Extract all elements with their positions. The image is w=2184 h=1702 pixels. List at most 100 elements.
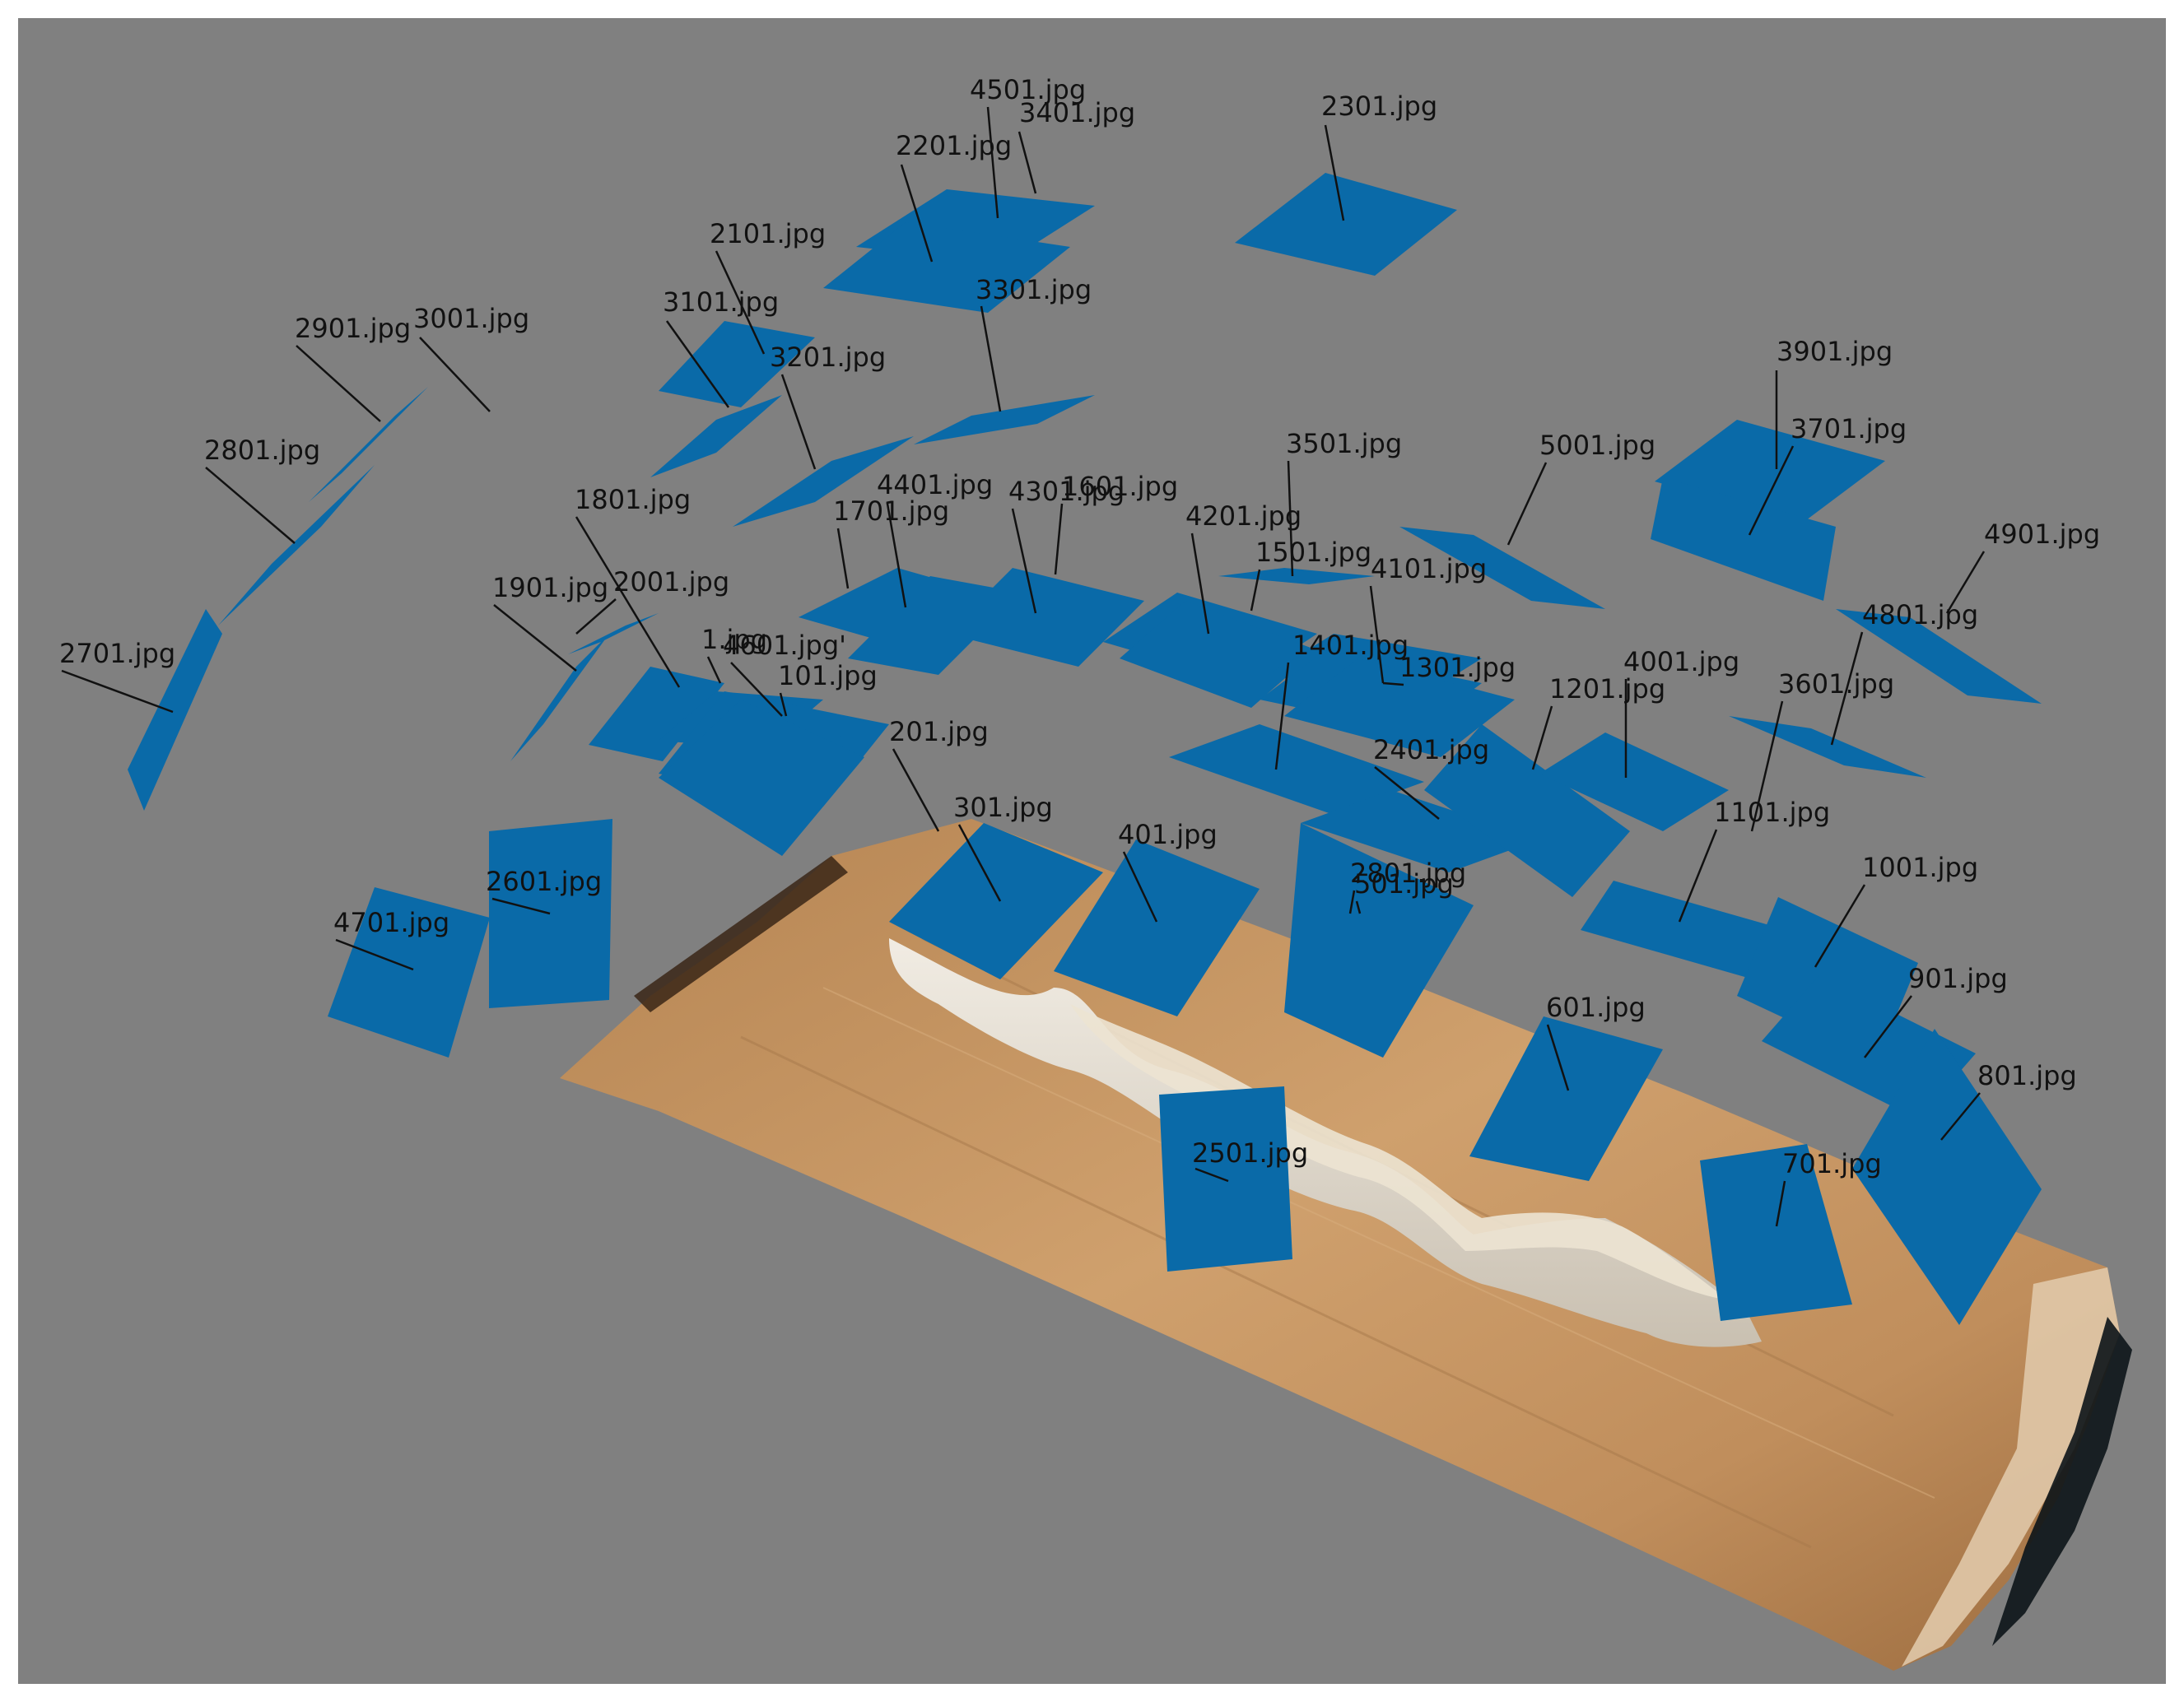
camera-plane-2401[interactable]	[1169, 724, 1424, 815]
camera-plane-3201[interactable]	[733, 436, 914, 527]
leader-line-c1601	[1054, 503, 1064, 575]
camera-label-c4401: 4401.jpg	[877, 469, 993, 500]
camera-label-c2101: 2101.jpg	[710, 218, 826, 249]
camera-plane-3101[interactable]	[659, 321, 815, 407]
camera-plane-2601[interactable]	[489, 819, 612, 1008]
leader-line-c4501	[986, 106, 999, 219]
camera-plane-1801[interactable]	[589, 667, 724, 761]
camera-label-c2301: 2301.jpg	[1321, 91, 1437, 122]
camera-plane-2501[interactable]	[1159, 1086, 1292, 1272]
camera-plane-2101[interactable]	[650, 395, 782, 477]
camera-plane-201[interactable]	[659, 700, 864, 856]
camera-label-c2501: 2501.jpg	[1192, 1137, 1308, 1169]
camera-plane-3301[interactable]	[914, 395, 1095, 444]
camera-label-c1: 1.jpg	[701, 624, 767, 655]
camera-label-c1001: 1001.jpg	[1862, 852, 1978, 883]
camera-plane-4701[interactable]	[328, 887, 490, 1058]
leader-line-c2801	[205, 467, 296, 544]
camera-plane-2301[interactable]	[1235, 173, 1457, 276]
camera-label-c2901: 2901.jpg	[295, 313, 411, 344]
leader-line-c2401	[1374, 766, 1440, 820]
camera-label-c301: 301.jpg	[953, 792, 1053, 823]
camera-label-c3901: 3901.jpg	[1777, 336, 1893, 367]
camera-label-c2701: 2701.jpg	[59, 638, 175, 669]
camera-label-c4301: 4301.jpg	[1008, 476, 1125, 507]
camera-plane-2801b[interactable]	[1301, 790, 1539, 872]
camera-label-c4501: 4501.jpg	[970, 74, 1086, 105]
leader-line-c2101	[715, 250, 766, 355]
leader-line-c4701	[335, 938, 414, 971]
camera-plane-4301[interactable]	[947, 568, 1144, 667]
camera-label-c3601: 3601.jpg	[1778, 668, 1894, 700]
camera-plane-2201[interactable]	[823, 222, 1070, 313]
camera-label-c4901: 4901.jpg	[1984, 519, 2100, 550]
camera-label-c2601: 2601.jpg	[486, 866, 602, 897]
leader-line-c2601	[491, 897, 551, 915]
camera-label-c3201: 3201.jpg	[770, 342, 886, 373]
camera-label-c401: 401.jpg	[1118, 819, 1218, 850]
camera-label-c3101: 3101.jpg	[663, 286, 779, 318]
camera-label-c1201: 1201.jpg	[1549, 673, 1665, 705]
camera-plane-3701[interactable]	[1651, 477, 1836, 601]
camera-plane-2901[interactable]	[309, 387, 428, 502]
camera-plane-1201[interactable]	[1424, 724, 1630, 897]
camera-plane-1301[interactable]	[1284, 658, 1515, 757]
camera-plane-601[interactable]	[1469, 1016, 1663, 1181]
camera-label-c1701: 1701.jpg	[833, 495, 949, 527]
leader-line-c3301	[980, 305, 1002, 412]
camera-plane-2801[interactable]	[218, 465, 375, 625]
leader-line-c1	[706, 656, 722, 684]
camera-plane-401[interactable]	[1054, 839, 1260, 1016]
camera-label-c3401: 3401.jpg	[1019, 97, 1135, 128]
camera-label-c1401: 1401.jpg	[1292, 630, 1409, 661]
camera-plane-4001[interactable]	[1539, 732, 1729, 831]
leader-line-c101	[779, 692, 788, 717]
leader-line-c3501	[1287, 460, 1294, 577]
camera-plane-801[interactable]	[1852, 1029, 2042, 1325]
camera-plane-1601[interactable]	[1120, 601, 1317, 708]
camera-label-c4701: 4701.jpg	[333, 907, 449, 938]
camera-plane-301[interactable]	[889, 823, 1103, 979]
leader-line-c4301	[1011, 508, 1037, 614]
camera-label-c2801: 2801.jpg	[204, 435, 320, 466]
leader-line-c4601	[730, 662, 783, 717]
camera-label-c5001: 5001.jpg	[1539, 430, 1655, 461]
camera-plane-4801[interactable]	[1836, 609, 2042, 704]
leader-line-c1701	[836, 528, 850, 589]
camera-label-c4201: 4201.jpg	[1185, 500, 1302, 532]
leader-line-c2001	[575, 598, 617, 635]
camera-label-c1601: 1601.jpg	[1062, 471, 1178, 502]
leader-line-c1801	[575, 516, 681, 688]
leader-line-c801	[1940, 1092, 1981, 1141]
camera-plane-701[interactable]	[1700, 1144, 1852, 1321]
leader-line-c401	[1122, 851, 1158, 923]
camera-label-c2401: 2401.jpg	[1373, 734, 1489, 765]
camera-plane-1501[interactable]	[1218, 568, 1375, 584]
leader-line-c1301	[1382, 681, 1404, 686]
camera-plane-2701[interactable]	[128, 609, 222, 811]
camera-label-c3001: 3001.jpg	[413, 303, 529, 334]
camera-plane-1901[interactable]	[510, 634, 609, 761]
camera-label-c2201: 2201.jpg	[896, 130, 1012, 161]
camera-plane-2001[interactable]	[568, 613, 659, 654]
leader-line-c3001	[419, 337, 491, 412]
camera-plane-4401[interactable]	[848, 576, 1021, 675]
leader-line-c1001	[1814, 884, 1866, 968]
camera-label-c501: 501.jpg	[1354, 868, 1454, 900]
camera-label-c4601: 4601.jpg'	[723, 630, 846, 661]
leader-line-c1401	[1274, 662, 1290, 770]
leader-line-c3101	[665, 320, 730, 408]
camera-label-c1101: 1101.jpg	[1714, 797, 1830, 828]
camera-label-c701: 701.jpg	[1782, 1148, 1882, 1179]
leader-line-c4401	[886, 503, 907, 608]
camera-label-c1901: 1901.jpg	[492, 572, 608, 603]
camera-label-c4801: 4801.jpg	[1862, 599, 1978, 630]
scanned-object	[889, 938, 1762, 1347]
camera-plane-5001[interactable]	[1399, 527, 1605, 609]
camera-plane-3601[interactable]	[1729, 716, 1926, 778]
leader-line-c901	[1864, 995, 1912, 1058]
leader-line-c3401	[1017, 131, 1037, 194]
camera-plane-501[interactable]	[1284, 823, 1474, 1058]
camera-label-c901: 901.jpg	[1908, 963, 2008, 994]
